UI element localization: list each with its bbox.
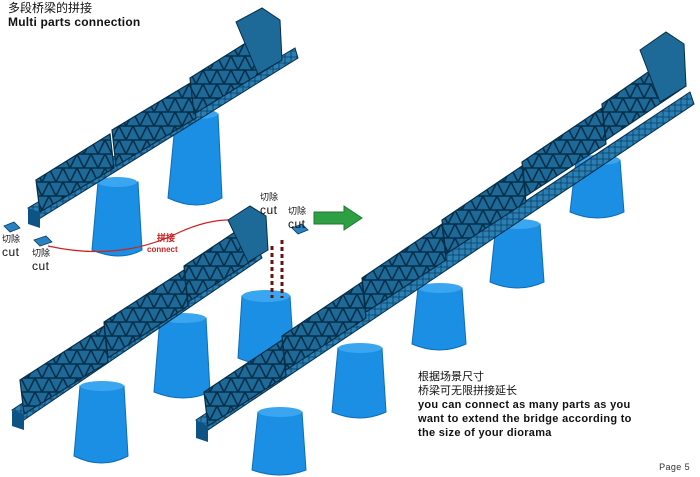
bridge-bottom-left <box>11 205 295 464</box>
page-title-cn: 多段桥梁的拼接 <box>8 1 93 15</box>
caption-line-1: 根据场景尺寸 <box>418 371 484 383</box>
cut-label-cn-top: 切除 <box>260 192 279 202</box>
caption-line-2: 桥梁可无限拼接延长 <box>418 385 517 397</box>
cut-piece-left-1 <box>3 221 21 233</box>
connect-label-cn: 拼接 <box>157 233 176 243</box>
page-number: Page 5 <box>659 461 690 472</box>
page-title-en: Multi parts connection <box>8 15 141 29</box>
cut-piece-left-2 <box>33 235 53 247</box>
pier-bottom-left-1 <box>73 381 129 464</box>
cut-label-cn-mid: 切除 <box>32 248 51 258</box>
cut-label-en-right: cut <box>288 217 306 231</box>
caption-block: 根据场景尺寸 桥梁可无限拼接延长 you can connect as many… <box>418 370 632 440</box>
caption-line-5: the size of your diorama <box>418 427 552 439</box>
caption-line-3: you can connect as many parts as you <box>418 399 631 411</box>
pier-right-2 <box>331 343 387 419</box>
cut-piece-right <box>291 223 309 235</box>
pier-top-left-1 <box>91 177 143 257</box>
pier-right-1 <box>251 407 307 476</box>
cut-label-en-left: cut <box>2 245 20 259</box>
cut-label-en-top: cut <box>260 203 278 217</box>
bridge-top-left <box>27 7 299 257</box>
cut-label-en-mid: cut <box>32 259 50 273</box>
cut-label-cn-left: 切除 <box>2 234 21 244</box>
arrow-right-icon <box>313 205 363 231</box>
pier-right-3 <box>411 283 467 351</box>
caption-line-4: want to extend the bridge according to <box>418 413 632 425</box>
cut-label-cn-right: 切除 <box>288 206 307 216</box>
bridge-right-long <box>195 31 695 476</box>
connect-label-en: connect <box>147 245 178 254</box>
